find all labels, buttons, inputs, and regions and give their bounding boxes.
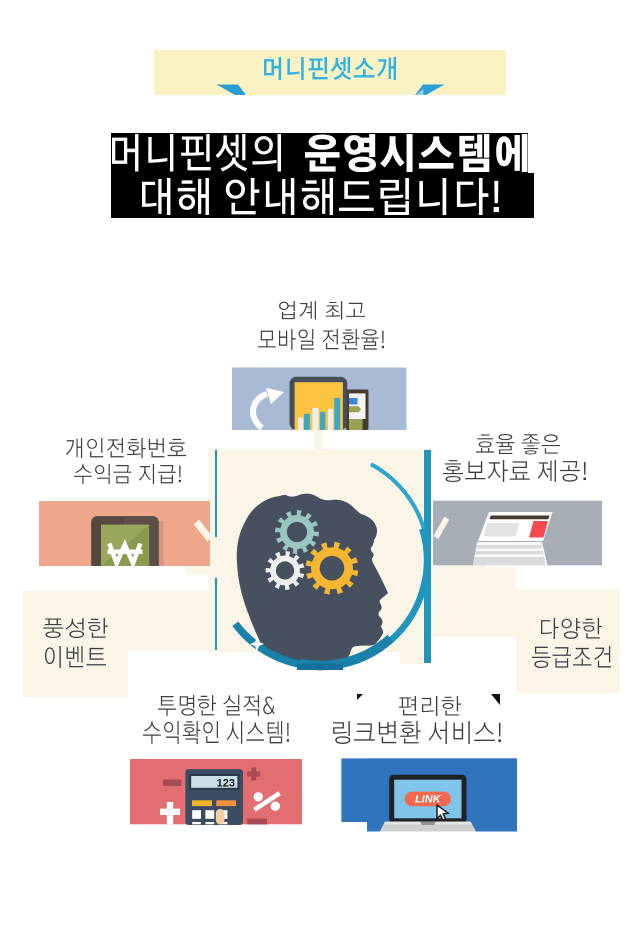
svg-text:123: 123 bbox=[217, 778, 235, 790]
svg-text:LINK: LINK bbox=[415, 794, 442, 806]
